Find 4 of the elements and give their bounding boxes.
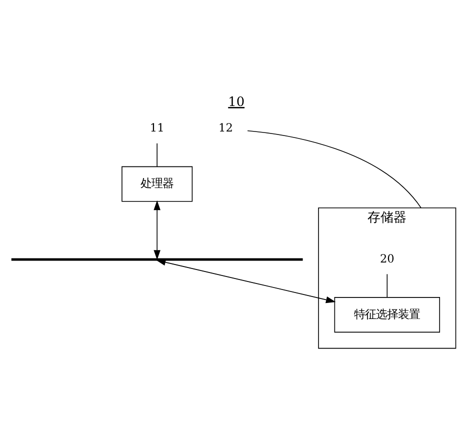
node-text: 12	[218, 122, 233, 135]
node-text: 11	[150, 122, 164, 135]
node-text: 20	[380, 252, 394, 266]
diagram-title: 10	[228, 94, 245, 110]
